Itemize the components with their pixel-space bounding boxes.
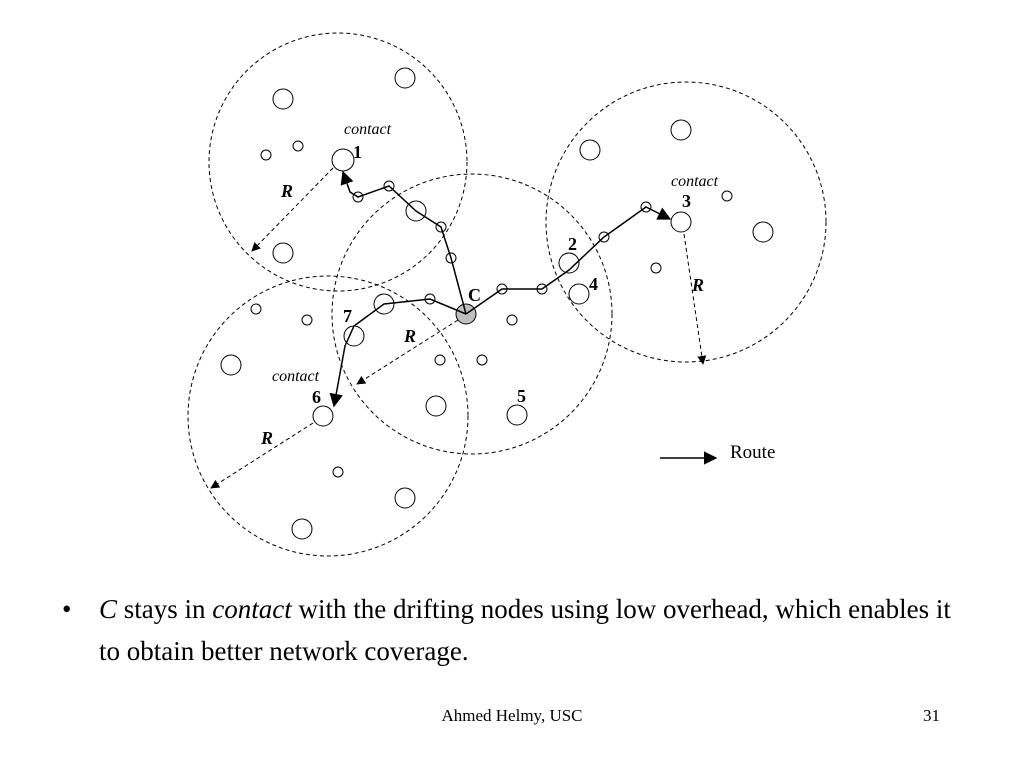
node (291, 518, 313, 540)
route-to-contact-3 (465, 206, 672, 315)
node (260, 149, 272, 161)
node (506, 314, 518, 326)
radius-arrow-center (356, 319, 459, 385)
node-label-3: 3 (682, 191, 691, 211)
node (650, 262, 662, 274)
node-label-7: 7 (343, 306, 352, 326)
coverage-circle-1 (208, 32, 468, 292)
radius-label-center: R (403, 326, 416, 346)
radius-arrow-1 (251, 167, 334, 252)
node (721, 190, 733, 202)
node (476, 354, 488, 366)
node-label-4: 4 (589, 274, 598, 294)
node (292, 140, 304, 152)
node-contact-6 (312, 405, 334, 427)
bullet-symbol: • (62, 594, 72, 624)
route-to-contact-6 (329, 298, 467, 408)
center-label: C (468, 285, 481, 305)
route-to-contact-1 (340, 170, 467, 315)
node-2 (558, 252, 580, 274)
node (394, 487, 416, 509)
routes (329, 170, 672, 408)
node (434, 354, 446, 366)
node (250, 303, 262, 315)
legend-route-label: Route (730, 442, 775, 463)
node (332, 466, 344, 478)
coverage-circles (187, 32, 827, 557)
node (670, 119, 692, 141)
network-diagram: contact 1 R contact 3 R 2 4 C 7 R 5 cont… (187, 32, 827, 557)
bullet-point: • C stays in contact with the drifting n… (62, 588, 962, 672)
coverage-circle-3 (545, 81, 827, 363)
node (220, 354, 242, 376)
node (752, 221, 774, 243)
radius-arrow-6 (210, 422, 314, 489)
bullet-text-part: contact (212, 594, 292, 624)
bullet-text-part: stays in (117, 594, 213, 624)
radius-arrows (210, 167, 707, 489)
node (301, 314, 313, 326)
node (272, 242, 294, 264)
node-5 (506, 404, 528, 426)
bullet-text: C stays in contact with the drifting nod… (99, 588, 962, 672)
node-label-6: 6 (312, 387, 321, 407)
nodes (220, 67, 774, 540)
radius-arrow-3 (683, 233, 707, 365)
radius-label-6: R (260, 428, 273, 448)
legend: Route (660, 442, 775, 465)
node (272, 88, 294, 110)
node-label-2: 2 (568, 234, 577, 254)
node (394, 67, 416, 89)
page-number: 31 (923, 706, 940, 725)
radius-label-1: R (280, 181, 293, 201)
bullet-text-part: C (99, 594, 118, 624)
footer-author: Ahmed Helmy, USC (441, 706, 583, 725)
contact-label-6: contact (272, 368, 320, 385)
node-4 (568, 283, 590, 305)
radius-label-3: R (691, 275, 704, 295)
node-label-5: 5 (517, 386, 526, 406)
node-contact-1 (331, 148, 355, 172)
node (425, 395, 447, 417)
bullet-text-part: with the drifting nodes using low overhe… (99, 594, 951, 666)
coverage-circle-6 (187, 275, 469, 557)
node (579, 139, 601, 161)
contact-label-3: contact (671, 173, 719, 190)
node-contact-3 (670, 211, 692, 233)
node-label-1: 1 (353, 142, 362, 162)
contact-label-1: contact (344, 121, 392, 138)
coverage-circle-center (331, 173, 613, 455)
